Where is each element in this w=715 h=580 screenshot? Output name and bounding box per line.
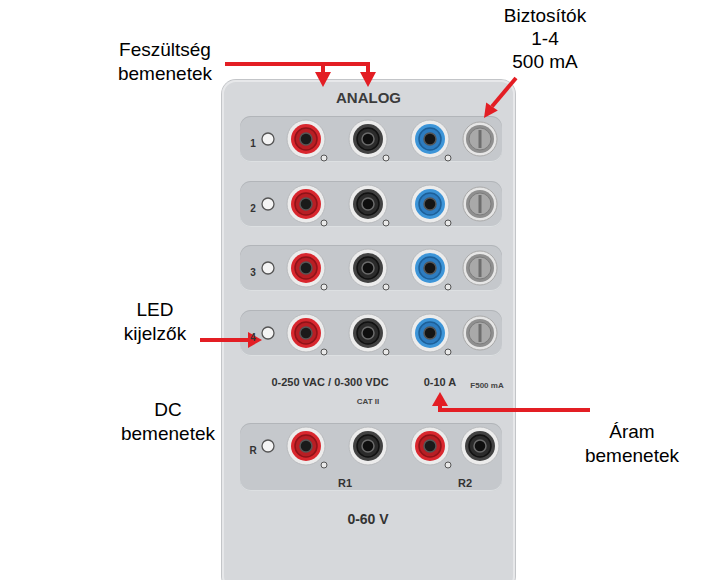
led-indicator bbox=[262, 133, 274, 145]
blue-jack bbox=[411, 185, 449, 223]
black-jack bbox=[349, 185, 387, 223]
status-dot bbox=[321, 349, 327, 355]
led-indicator bbox=[262, 440, 274, 452]
channel-number: 4 bbox=[250, 331, 256, 344]
callout-label: 1-4 bbox=[531, 27, 558, 50]
black-jack bbox=[349, 314, 387, 352]
arrow-head bbox=[484, 103, 498, 119]
blue-jack bbox=[411, 249, 449, 287]
led-indicator bbox=[262, 262, 274, 274]
red-jack bbox=[287, 185, 325, 223]
status-dot bbox=[321, 284, 327, 290]
rating-label: 0-250 VAC / 0-300 VDC bbox=[271, 375, 388, 389]
status-dot bbox=[445, 349, 451, 355]
status-dot bbox=[321, 462, 327, 468]
status-dot bbox=[383, 155, 389, 161]
status-dot bbox=[383, 220, 389, 226]
leader-line bbox=[225, 62, 368, 66]
leader-line bbox=[200, 338, 250, 342]
text-holder: Biztosítók bbox=[425, 4, 665, 27]
callout-label: Feszültség bemenetek bbox=[108, 38, 223, 86]
callout-label: LED kijelzők bbox=[108, 298, 203, 346]
black-jack bbox=[349, 427, 387, 465]
fuse-holder bbox=[463, 187, 497, 221]
callout-label: 500 mA bbox=[512, 50, 577, 73]
callout-label: Biztosítók bbox=[504, 4, 586, 27]
text-holder: F500 mA bbox=[367, 374, 607, 392]
arrow-head bbox=[315, 72, 331, 87]
range-label: 0-60 V bbox=[347, 510, 388, 528]
channel-number: 2 bbox=[250, 202, 256, 215]
status-dot bbox=[445, 220, 451, 226]
text-holder: 0-60 V bbox=[248, 510, 488, 528]
arrow-head bbox=[432, 392, 448, 406]
text-holder: Áram bemenetek bbox=[572, 420, 692, 468]
callout-label: DC bemenetek bbox=[113, 398, 223, 446]
text-holder: 0-250 VAC / 0-300 VDC bbox=[210, 372, 450, 390]
red-jack bbox=[287, 427, 325, 465]
black-jack bbox=[349, 120, 387, 158]
text-holder: R2 bbox=[345, 473, 585, 491]
text-holder: LED kijelzők bbox=[108, 298, 203, 346]
red-jack bbox=[287, 314, 325, 352]
arrow-heads bbox=[248, 72, 498, 406]
rating-label: 0-10 A bbox=[424, 375, 457, 389]
text-holder: ANALOG bbox=[249, 88, 489, 107]
red-jack bbox=[411, 427, 449, 465]
text-holder: DC bemenetek bbox=[113, 398, 223, 446]
black-jack bbox=[349, 249, 387, 287]
category-label: CAT II bbox=[357, 397, 380, 407]
channel-number: R bbox=[249, 444, 256, 457]
fuse-holder bbox=[463, 316, 497, 350]
status-dot bbox=[445, 462, 451, 468]
blue-jack bbox=[411, 314, 449, 352]
channel-number: 1 bbox=[250, 137, 256, 150]
text-holder: 1 bbox=[133, 133, 373, 151]
channel-number: 3 bbox=[250, 266, 256, 279]
status-dot bbox=[321, 220, 327, 226]
status-dot bbox=[383, 349, 389, 355]
text-holder: CAT II bbox=[248, 390, 488, 408]
text-holder: 3 bbox=[133, 262, 373, 280]
red-jack bbox=[287, 249, 325, 287]
input-label: R2 bbox=[458, 476, 472, 490]
fuse-rating: F500 mA bbox=[470, 381, 503, 391]
status-dot bbox=[445, 155, 451, 161]
text-holder: R1 bbox=[225, 473, 465, 491]
text-holder: 2 bbox=[133, 198, 373, 216]
led-indicator bbox=[262, 198, 274, 210]
arrow-head bbox=[360, 72, 376, 87]
black-jack bbox=[461, 427, 499, 465]
callout-arrows bbox=[200, 62, 590, 410]
status-dot bbox=[383, 284, 389, 290]
status-dot bbox=[445, 284, 451, 290]
leader-line bbox=[440, 404, 590, 410]
input-label: R1 bbox=[338, 476, 352, 490]
text-holder: 500 mA bbox=[425, 50, 665, 73]
text-holder: Feszültség bemenetek bbox=[108, 38, 223, 86]
text-holder: 1-4 bbox=[425, 27, 665, 50]
callout-label: Áram bemenetek bbox=[572, 420, 692, 468]
arrow-head bbox=[248, 332, 262, 348]
fuse-holder bbox=[463, 122, 497, 156]
red-jack bbox=[287, 120, 325, 158]
blue-jack bbox=[411, 120, 449, 158]
led-indicator bbox=[262, 327, 274, 339]
leader-line bbox=[492, 78, 516, 107]
panel-title: ANALOG bbox=[336, 88, 401, 107]
fuse-holder bbox=[463, 251, 497, 285]
status-dot bbox=[321, 155, 327, 161]
